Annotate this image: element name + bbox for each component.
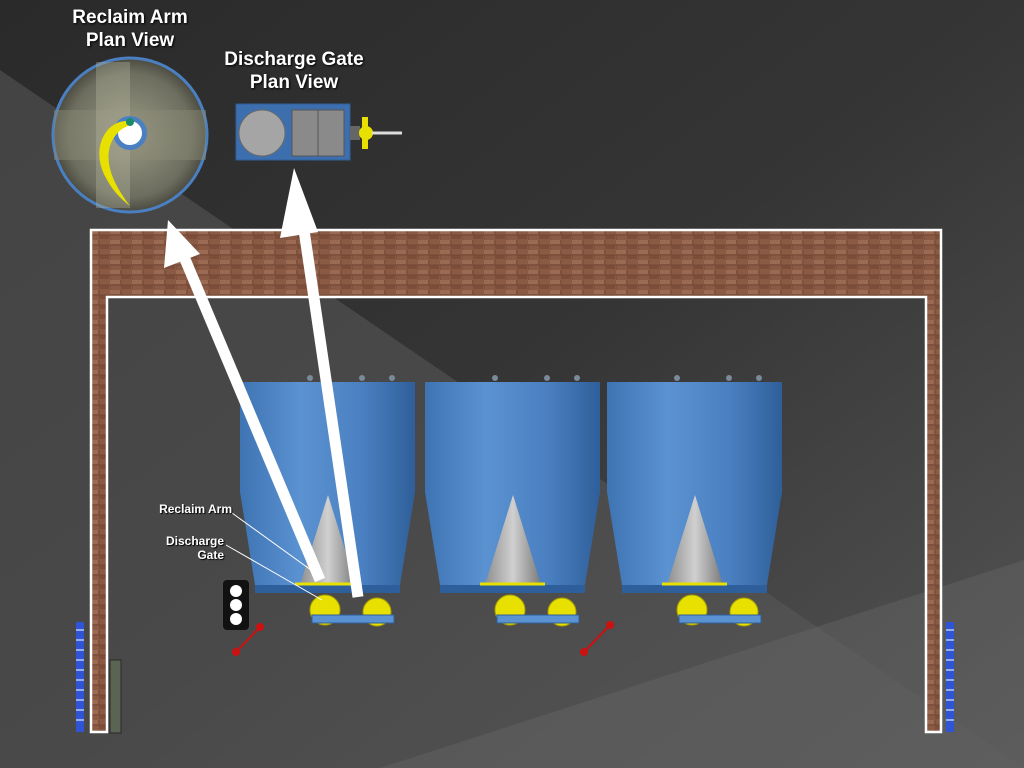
level-indicator-icon bbox=[946, 622, 954, 732]
discharge-gate bbox=[494, 594, 580, 627]
discharge-gate-plan-view bbox=[235, 103, 402, 161]
silo-group bbox=[240, 375, 782, 627]
arrow-to-reclaim-arm-plan bbox=[164, 220, 326, 583]
reclaim-arm-plan-view bbox=[51, 56, 209, 214]
reclaim-arm-leader bbox=[231, 512, 323, 579]
discharge-gate bbox=[309, 594, 395, 627]
discharge-gate-callout-line2: Gate bbox=[197, 548, 224, 563]
reclaim-arm-plan-title-line1: Reclaim Arm bbox=[72, 7, 188, 28]
discharge-gate-callout-line1: Discharge bbox=[165, 534, 224, 548]
control-panel-icon bbox=[109, 659, 122, 734]
alarm-beacon-icon bbox=[580, 621, 614, 656]
arrow-to-discharge-gate-plan bbox=[280, 168, 364, 598]
building-frame bbox=[89, 228, 943, 734]
silo bbox=[425, 375, 600, 627]
discharge-gate-plan-title: Discharge Gate Plan View bbox=[208, 49, 380, 95]
discharge-gate-callout: Discharge Gate bbox=[140, 534, 224, 563]
silo bbox=[607, 375, 782, 627]
discharge-gate bbox=[676, 594, 762, 627]
reclaim-arm-plan-title: Reclaim Arm Plan View bbox=[55, 7, 205, 53]
discharge-gate-leader bbox=[225, 544, 323, 601]
discharge-gate-plan-title-line2: Plan View bbox=[249, 71, 339, 93]
reclaim-arm-plan-title-line2: Plan View bbox=[85, 29, 175, 51]
level-indicator-icon bbox=[76, 622, 84, 732]
traffic-light-icon bbox=[223, 580, 249, 630]
alarm-beacon-icon bbox=[232, 623, 264, 656]
discharge-cone bbox=[667, 495, 723, 585]
discharge-gate-plan-title-line1: Discharge Gate bbox=[224, 49, 364, 70]
discharge-cone bbox=[485, 495, 541, 585]
reclaim-arm-callout: Reclaim Arm bbox=[159, 502, 232, 516]
